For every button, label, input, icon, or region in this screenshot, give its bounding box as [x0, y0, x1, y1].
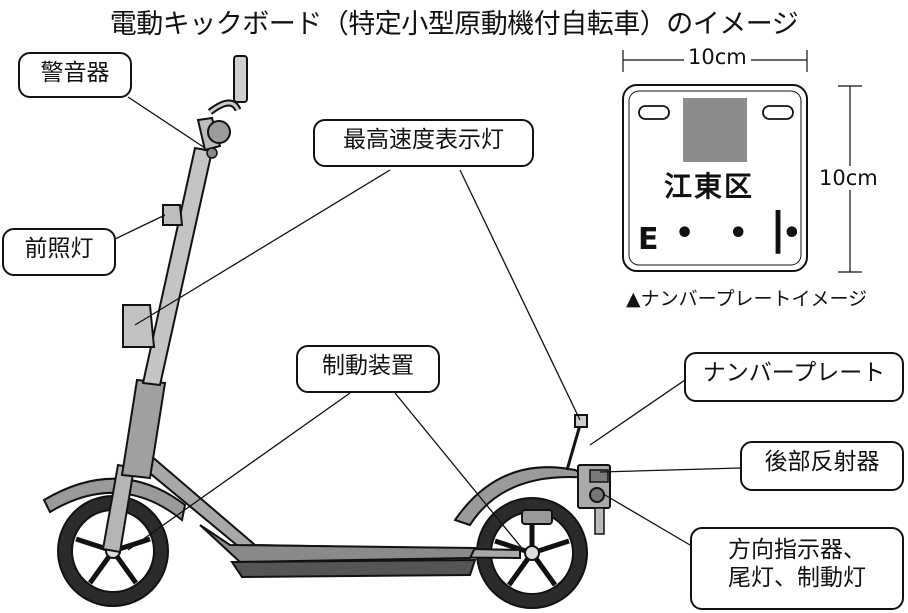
max-speed-lamp — [122, 304, 156, 348]
callout-turn-signal: 方向指示器、 尾灯、制動灯 — [690, 527, 904, 610]
callout-max-speed-lamp: 最高速度表示灯 — [313, 119, 534, 167]
plate-hole-right — [762, 105, 794, 120]
plate-dots: • • • — [675, 216, 814, 251]
upper-stem — [141, 146, 214, 387]
plate-width-label: 10cm — [684, 45, 751, 69]
front-fender — [42, 477, 187, 522]
plate-digit: | — [770, 203, 787, 254]
plate-letter: E — [638, 222, 659, 257]
scooter-frame — [138, 453, 521, 560]
plate-hole-left — [638, 105, 670, 120]
turn-signal-lamp — [589, 487, 605, 503]
rear-brake-block — [521, 509, 553, 525]
plate-sticker — [683, 98, 747, 162]
headlight — [162, 204, 184, 226]
callout-number-plate: ナンバープレート — [684, 352, 904, 402]
plate-bracket — [574, 414, 588, 428]
plate-outline — [622, 84, 808, 272]
plate-height-label: 10cm — [817, 166, 880, 190]
diagram-title: 電動キックボード（特定小型原動機付自転車）のイメージ — [109, 9, 799, 40]
handlebar-bend-inner — [209, 101, 240, 114]
callout-turn-signal-line2: 尾灯、制動灯 — [728, 564, 866, 591]
horn-bell — [207, 120, 231, 144]
handlebar-grip — [233, 55, 248, 103]
callout-horn: 警音器 — [18, 52, 132, 98]
deck-underside — [230, 558, 477, 579]
plate-caption: ▲ナンバープレートイメージ — [626, 288, 868, 310]
callout-turn-signal-line1: 方向指示器、 — [728, 537, 866, 563]
plate-image — [622, 50, 862, 273]
callout-headlight: 前照灯 — [2, 228, 116, 276]
leader-lines — [112, 96, 741, 553]
scooter-deck — [199, 524, 477, 564]
plate-ward: 江東区 — [664, 170, 755, 203]
rear-reflector-unit — [589, 469, 609, 483]
callout-rear-reflector: 後部反射器 — [740, 441, 904, 491]
callout-brake: 制動装置 — [296, 345, 440, 393]
